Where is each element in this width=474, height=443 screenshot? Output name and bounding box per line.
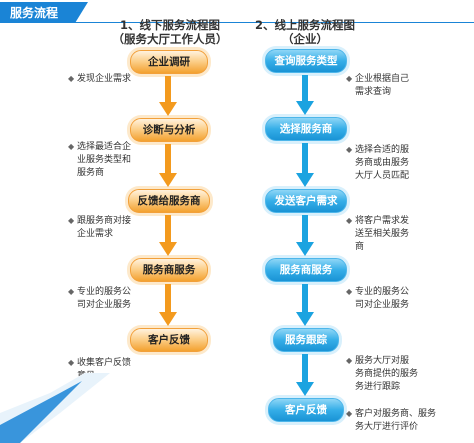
left-arrow-2 [159, 144, 177, 187]
right-title-line2: （企业） [282, 32, 328, 46]
header-tab [0, 2, 88, 22]
diamond-bullet-icon: ◆ [346, 287, 353, 296]
diamond-bullet-icon: ◆ [346, 356, 353, 365]
right-node-5: 服务跟踪 [273, 328, 339, 352]
diamond-bullet-icon: ◆ [346, 74, 353, 83]
right-arrow-3 [296, 215, 314, 256]
diamond-bullet-icon: ◆ [68, 142, 75, 151]
diamond-bullet-icon: ◆ [68, 74, 75, 83]
right-node-4: 服务商服务 [265, 258, 347, 282]
diamond-bullet-icon: ◆ [346, 145, 353, 154]
left-node-2: 诊断与分析 [130, 118, 208, 142]
right-desc-6: ◆客户对服务商、服务 务大厅进行评价 [346, 409, 437, 432]
left-desc-4: ◆专业的服务公 司对企业服务 [68, 287, 132, 310]
left-node-3: 反馈给服务商 [128, 189, 210, 213]
left-desc-2: ◆选择最适合企 业服务类型和 服务商 [68, 142, 132, 178]
right-desc-4: ◆专业的服务公 司对企业服务 [346, 287, 410, 310]
right-arrow-2 [296, 143, 314, 187]
left-node-5: 客户反馈 [130, 328, 208, 352]
corner-decoration [0, 373, 110, 443]
right-desc-2: ◆选择合适的服 务商或由服务 大厅人员匹配 [346, 145, 410, 181]
header-divider [0, 22, 474, 23]
right-desc-1: ◆企业根据自己 需求查询 [346, 74, 410, 97]
right-title-line1: 2、线上服务流程图 [254, 18, 355, 32]
right-arrow-4 [296, 284, 314, 326]
right-desc-3: ◆将客户需求发 送至相关服务 商 [346, 216, 410, 252]
right-node-6: 客户反馈 [268, 398, 344, 422]
left-column-title: 1、线下服务流程图 （服务大厅工作人员） [95, 18, 245, 46]
left-node-4: 服务商服务 [130, 258, 208, 282]
page-title: 服务流程 [10, 6, 59, 20]
diamond-bullet-icon: ◆ [346, 216, 353, 225]
left-arrow-1 [159, 76, 177, 116]
diamond-bullet-icon: ◆ [68, 216, 75, 225]
left-title-line1: 1、线下服务流程图 [119, 18, 220, 32]
right-arrow-5 [296, 354, 314, 396]
left-arrow-4 [159, 284, 177, 326]
diamond-bullet-icon: ◆ [68, 358, 75, 367]
right-arrow-1 [296, 75, 314, 115]
right-node-1: 查询服务类型 [265, 49, 347, 73]
left-arrow-3 [159, 215, 177, 256]
left-desc-3: ◆跟服务商对接 企业需求 [68, 216, 132, 239]
left-title-line2: （服务大厅工作人员） [112, 32, 228, 46]
left-node-1: 企业调研 [130, 50, 208, 74]
diamond-bullet-icon: ◆ [68, 287, 75, 296]
right-node-2: 选择服务商 [265, 117, 347, 141]
right-node-3: 发送客户需求 [265, 189, 347, 213]
left-desc-1: ◆发现企业需求 [68, 74, 132, 84]
diamond-bullet-icon: ◆ [346, 409, 353, 418]
header-bar: 服务流程 [0, 0, 474, 24]
right-column-title: 2、线上服务流程图 （企业） [230, 18, 380, 46]
right-desc-5: ◆服务大厅对服 务商提供的服务 务进行跟踪 [346, 356, 419, 392]
